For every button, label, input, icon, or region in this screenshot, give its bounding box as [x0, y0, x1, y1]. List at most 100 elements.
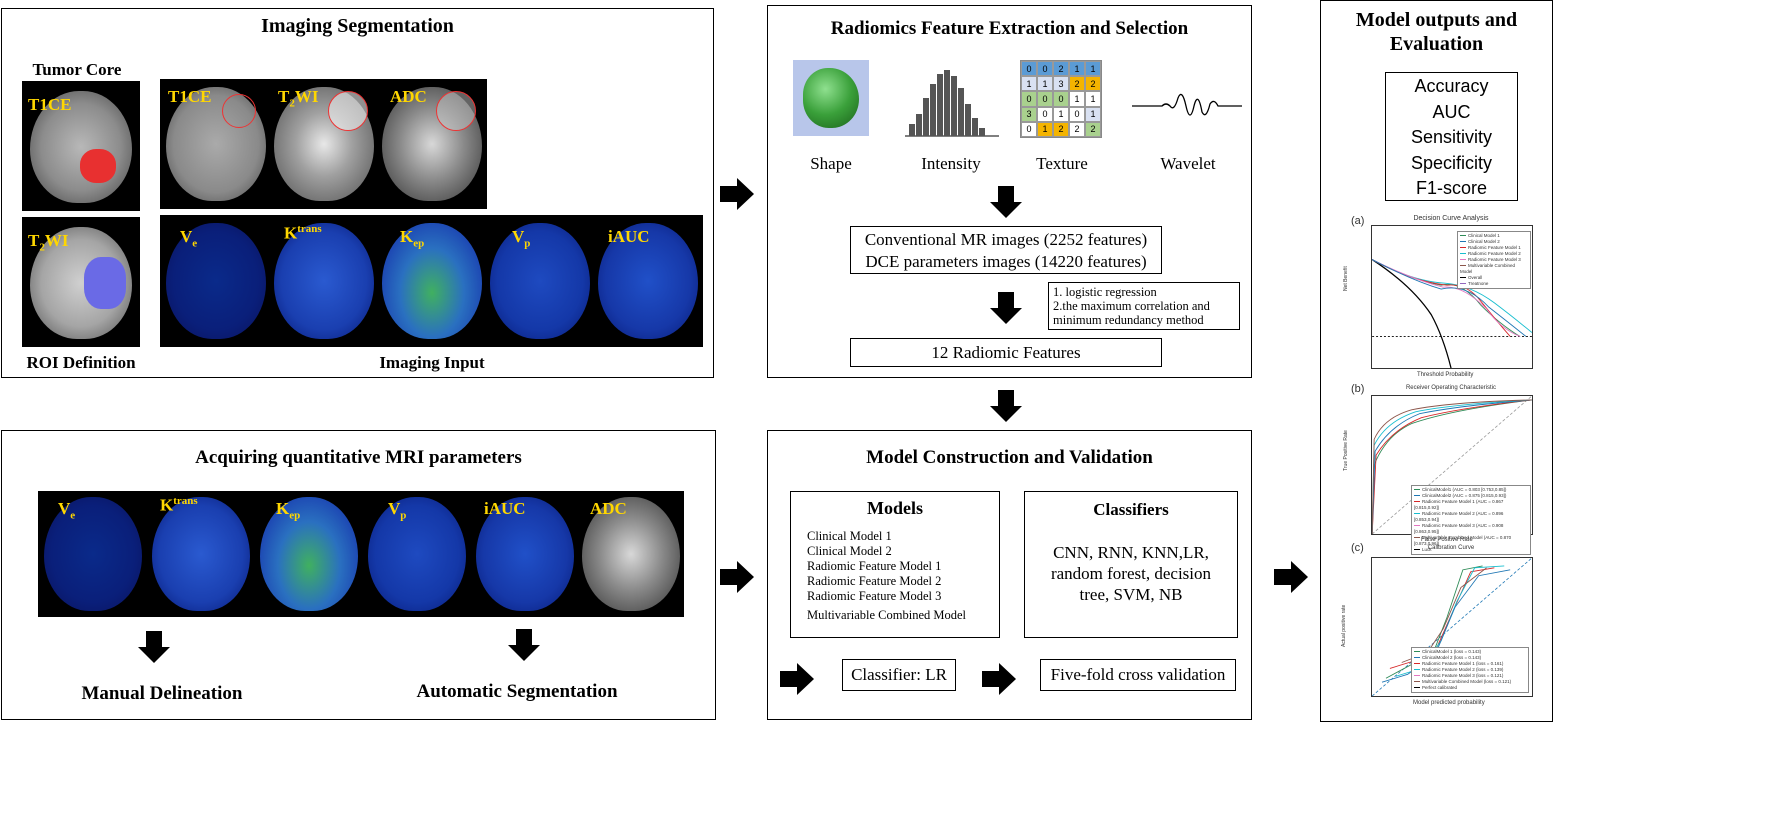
- texture-cell: 0: [1021, 121, 1037, 137]
- legend-entry: Overall: [1460, 275, 1528, 281]
- wavelet-icon: [1132, 93, 1242, 116]
- roi-t1ce-image: T1CE: [22, 81, 140, 211]
- imaging-segmentation-title: Imaging Segmentation: [261, 15, 454, 37]
- legend-entry: Luck: [1414, 547, 1528, 553]
- texture-cell: 1: [1069, 91, 1085, 107]
- legend-entry: Clinical Model 2: [1460, 239, 1528, 245]
- acq-label-ve: Ve: [58, 499, 76, 522]
- texture-cell: 0: [1021, 61, 1037, 77]
- texture-cell: 0: [1037, 61, 1053, 77]
- legend-swatch: [1414, 669, 1420, 671]
- legend-text: Overall: [1468, 275, 1483, 280]
- classifiers-text-3: tree, SVM, NB: [1079, 585, 1183, 604]
- legend-text: Radiomic Feature Model 3 (AUC = 0.908 [0…: [1414, 523, 1504, 534]
- texture-cell: 1: [1021, 76, 1037, 92]
- arrow-acquire-to-model: [720, 561, 754, 593]
- row2-label-ktrans: Ktrans: [284, 223, 322, 243]
- selection-method-2: 2.the maximum correlation and: [1053, 299, 1210, 313]
- legend-text: ClinicalModel2 (AUC = 0.875 [0.815,0.93]…: [1422, 493, 1507, 498]
- legend-text: Radiomic Feature Model 2 (AUC = 0.896 [0…: [1414, 511, 1504, 522]
- legend-swatch: [1414, 501, 1420, 503]
- legend-entry: Multivariable Combined Model (loss = 0.1…: [1414, 679, 1526, 685]
- texture-cell: 0: [1021, 91, 1037, 107]
- legend-text: Radiomic Feature Model 1 (loss = 0.161): [1422, 661, 1504, 666]
- legend-entry: Multivariable Combined Model (AUC = 0.87…: [1414, 535, 1528, 547]
- texture-cell: 0: [1037, 106, 1053, 122]
- automatic-down-arrow: [508, 629, 540, 663]
- automatic-segmentation-label: Automatic Segmentation: [416, 681, 618, 702]
- plot-c-ylabel: Actual positive rate: [1341, 604, 1347, 647]
- acquiring-parameter-images: Ve Ktrans Kep Vp iAUC ADC: [38, 491, 684, 617]
- legend-entry: Treatnone: [1460, 281, 1528, 287]
- manual-delineation-label: Manual Delineation: [81, 683, 243, 704]
- plot-a-ylabel: Net Benefit: [1343, 266, 1349, 291]
- acq-label-ktrans: Ktrans: [160, 495, 198, 515]
- legend-entry: Clinical Model 1: [1460, 233, 1528, 239]
- legend-entry: Radiomic Feature Model 3 (loss = 0.121): [1414, 673, 1526, 679]
- row1-label-t1ce: T1CE: [168, 87, 212, 106]
- metric-item: Accuracy: [1414, 76, 1489, 96]
- texture-cell: 0: [1037, 91, 1053, 107]
- legend-text: Multivariable Combined Model (AUC = 0.87…: [1414, 535, 1512, 546]
- classifiers-box: Classifiers CNN, RNN, KNN,LR, random for…: [1024, 491, 1238, 638]
- models-title: Models: [867, 498, 923, 518]
- legend-swatch: [1414, 537, 1420, 539]
- acq-label-iauc: iAUC: [484, 499, 526, 518]
- legend-swatch: [1460, 247, 1466, 249]
- selected-features-box: 12 Radiomic Features: [850, 338, 1162, 367]
- acq-label-vp: Vp: [388, 499, 407, 522]
- texture-cell: 2: [1069, 76, 1085, 92]
- metric-item: Sensitivity: [1410, 127, 1493, 147]
- dca-model-5: [1372, 259, 1527, 337]
- acq-label-kep: Kep: [276, 499, 301, 522]
- selection-methods-box: 1. logistic regression 2.the maximum cor…: [1048, 282, 1240, 330]
- row1-label-t2wi: T2WI: [278, 87, 319, 110]
- metric-item: Specificity: [1410, 152, 1493, 173]
- legend-text: Multivariable Combined Model (loss = 0.1…: [1422, 679, 1512, 684]
- legend-text: ClinicalModel1 (AUC = 0.803 [0.753,0.85]…: [1422, 487, 1507, 492]
- plot-c-legend: ClinicalModel 1 (loss = 0.143)ClinicalMo…: [1411, 647, 1529, 693]
- selection-method-1: 1. logistic regression: [1053, 285, 1157, 299]
- plot-a-label: (a): [1351, 215, 1365, 227]
- row2-label-kep: Kep: [400, 227, 425, 250]
- roc-luck-line: [1372, 396, 1532, 534]
- texture-cell: 3: [1021, 106, 1037, 122]
- texture-label: Texture: [1036, 154, 1088, 173]
- legend-entry: Radiomic Feature Model 3: [1460, 257, 1528, 263]
- legend-entry: Radiomic Feature Model 2 (loss = 0.139): [1414, 667, 1526, 673]
- arrow-model-to-outputs: [1274, 561, 1308, 593]
- legend-entry: Radiomic Feature Model 1 (loss = 0.161): [1414, 661, 1526, 667]
- texture-cell: 1: [1085, 61, 1101, 77]
- texture-cell: 1: [1053, 106, 1069, 122]
- legend-text: Clinical Model 1: [1468, 233, 1500, 238]
- legend-swatch: [1460, 235, 1466, 237]
- roi-t2wi-label: T2WI: [28, 231, 69, 254]
- manual-down-arrow: [138, 631, 170, 665]
- model-item: Clinical Model 2: [807, 544, 892, 558]
- roc-model-3: [1372, 399, 1532, 534]
- metric-item: F1-score: [1415, 178, 1487, 198]
- texture-cell: 2: [1053, 121, 1069, 137]
- legend-text: Treatnone: [1468, 281, 1489, 286]
- intensity-label: Intensity: [921, 154, 981, 173]
- imaging-input-row2: Ve Ktrans Kep Vp iAUC: [160, 215, 703, 347]
- legend-text: Radiomic Feature Model 1: [1468, 245, 1521, 250]
- legend-entry: Radiomic Feature Model 3 (AUC = 0.908 [0…: [1414, 523, 1528, 535]
- roc-model-2: [1372, 399, 1532, 534]
- legend-swatch: [1460, 283, 1466, 285]
- texture-cell: 1: [1037, 76, 1053, 92]
- texture-cell: 2: [1085, 121, 1101, 137]
- imaging-input-label: Imaging Input: [379, 353, 485, 372]
- legend-text: Perfect calibrated: [1422, 685, 1458, 690]
- classifier-lr-box: Classifier: LR: [842, 659, 956, 691]
- plot-b-label: (b): [1351, 383, 1365, 395]
- legend-text: Clinical Model 2: [1468, 239, 1500, 244]
- texture-cell: 1: [1085, 91, 1101, 107]
- classifiers-text-1: CNN, RNN, KNN,LR,: [1053, 543, 1209, 562]
- arrow-radiomics-to-model: [990, 390, 1022, 424]
